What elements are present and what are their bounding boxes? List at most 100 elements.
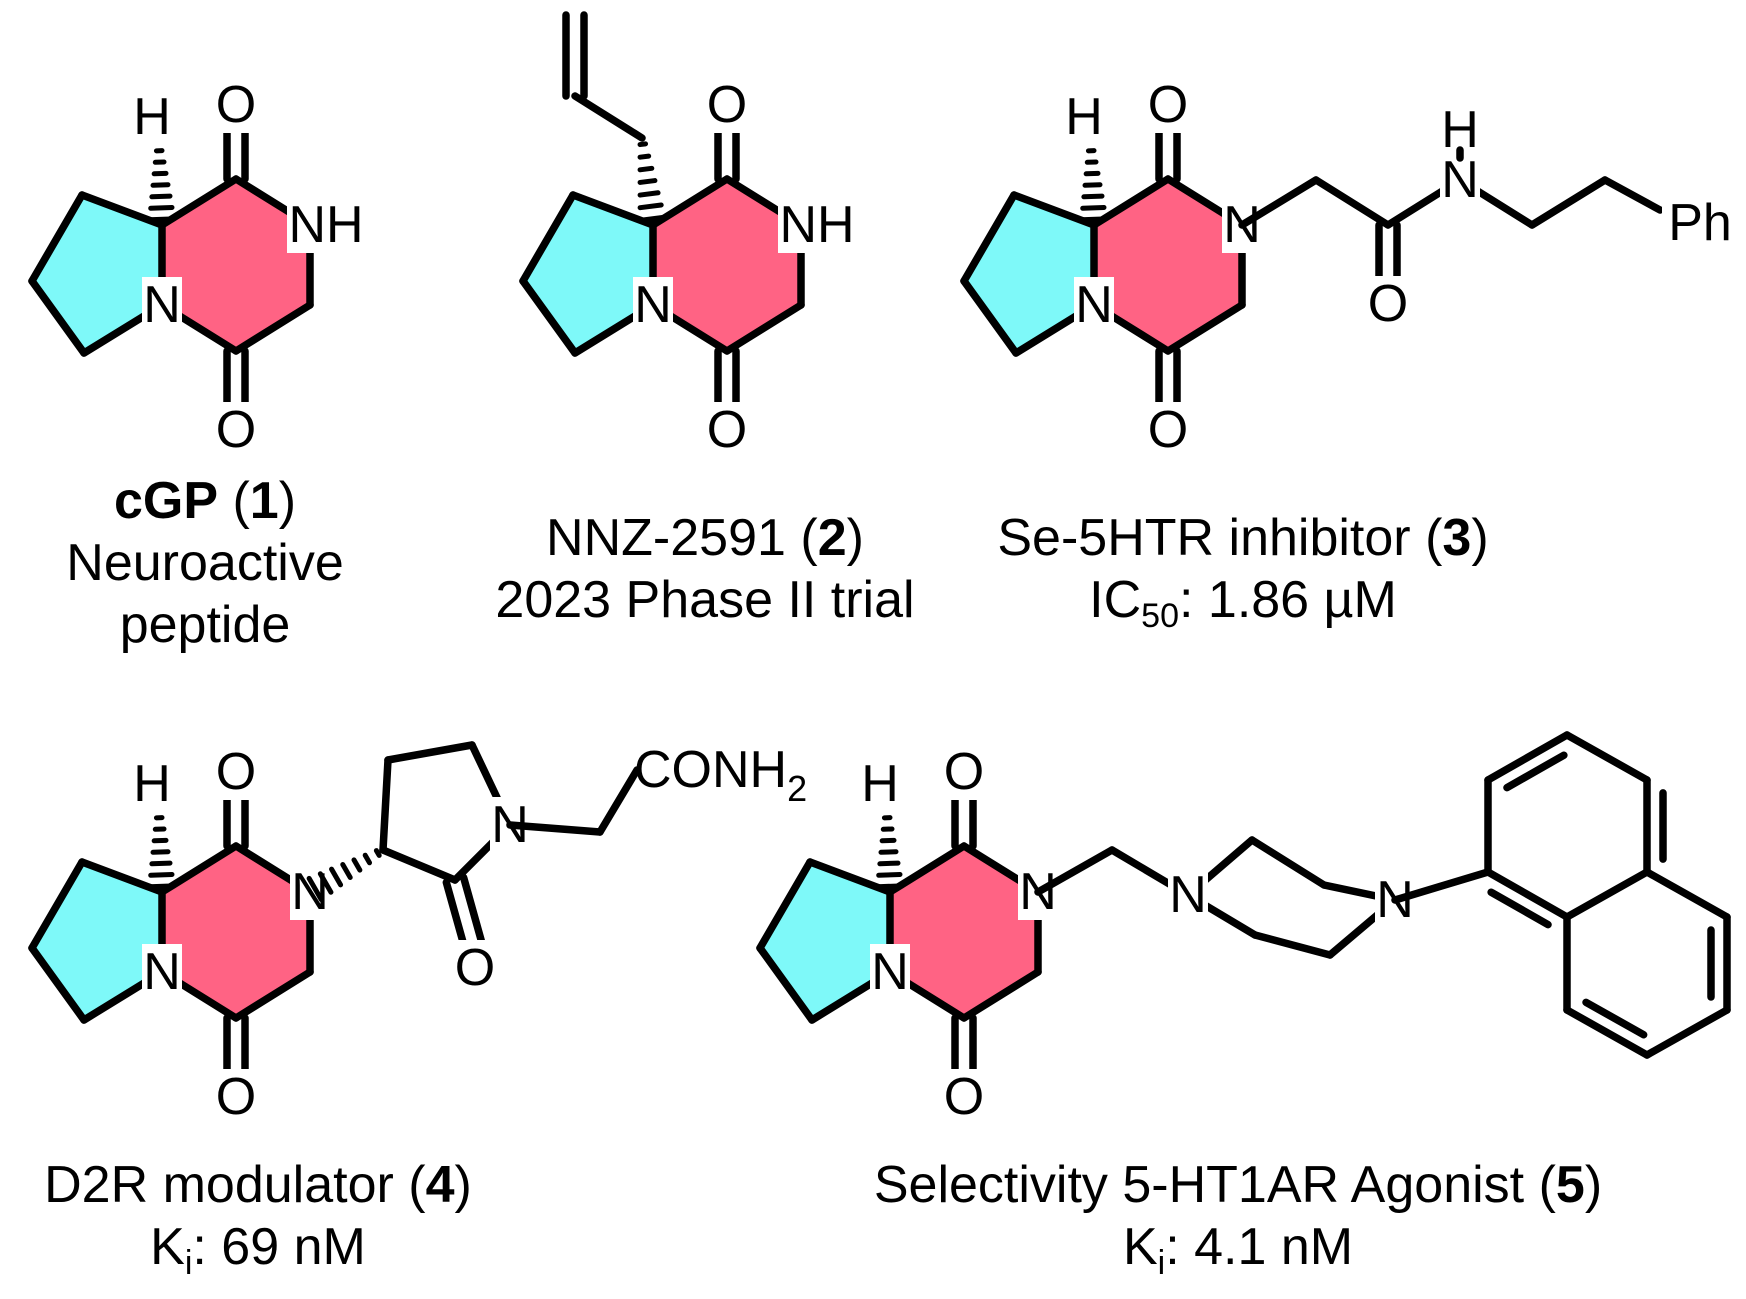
nitrogen-atom: N: [871, 943, 909, 1001]
hash-stroke: [637, 190, 661, 198]
nitrogen-atom-bg: [290, 864, 330, 920]
hash-stroke: [373, 848, 382, 858]
compound-5-name: Selectivity 5-HT1AR Agonist: [873, 1156, 1525, 1214]
stereo-hashed-bond: [1079, 148, 1109, 223]
oxygen-atom-bg: [944, 744, 984, 800]
nh-group: NH: [288, 196, 363, 254]
compound-3-name: Se-5HTR inhibitor: [997, 509, 1411, 567]
hash-stroke: [1081, 193, 1105, 200]
hash-stroke: [637, 214, 667, 223]
bond: [756, 944, 816, 1024]
hash-stroke: [148, 871, 175, 878]
oxygen-atom: O: [216, 401, 256, 459]
hash-stroke: [147, 883, 177, 890]
nitrogen-atom: N: [1169, 866, 1207, 924]
oxygen-atom: O: [455, 939, 495, 997]
oxygen-atom-bg: [216, 744, 256, 800]
lactam-carbonyl-bond: [442, 878, 470, 955]
bond: [1643, 868, 1731, 921]
bond: [723, 301, 805, 355]
hash-stroke: [1082, 182, 1103, 188]
pyrrolidine-ring-fill: [32, 195, 162, 353]
caption-compound-2: NNZ-2591 (2) 2023 Phase II trial: [495, 509, 915, 629]
pyrrolidine-ring-fill: [760, 862, 890, 1020]
caption-compound-3: Se-5HTR inhibitor (3) IC50: 1.86 µM: [997, 509, 1489, 635]
phenyl-group: Ph: [1668, 194, 1732, 252]
diketopiperazine-ring-fill: [162, 846, 310, 1018]
hash-stroke: [329, 866, 344, 888]
bond: [1238, 176, 1320, 229]
bond-inner: [1582, 998, 1648, 1039]
nitrogen-atom: N: [634, 276, 672, 334]
compound-1-description-line1: Neuroactive: [66, 534, 344, 592]
oxygen-atom: O: [216, 743, 256, 801]
bond: [28, 191, 86, 285]
hydrogen-atom: H: [1065, 88, 1103, 146]
oxygen-atom: O: [707, 76, 747, 134]
bond: [379, 846, 459, 884]
nitrogen-atom: N: [143, 276, 181, 334]
compound-4-potency: Ki: 69 nM: [44, 1216, 472, 1280]
bond: [1034, 846, 1116, 896]
caption-compound-4: D2R modulator (4) Ki: 69 nM: [44, 1156, 472, 1282]
hash-stroke: [150, 849, 171, 855]
bond: [232, 968, 314, 1022]
hydrogen-atom-bg: [863, 756, 897, 812]
bond: [384, 741, 476, 764]
hash-stroke: [1079, 216, 1109, 223]
oxygen-atom: O: [1368, 275, 1408, 333]
hydrogen-atom: H: [133, 88, 171, 146]
pyrrolidine-ring-fill: [523, 195, 653, 353]
bond: [1484, 868, 1571, 921]
hash-stroke: [876, 871, 903, 878]
phenyl-group-bg: [1662, 195, 1738, 251]
oxygen-atom: O: [707, 401, 747, 459]
nitrogen-atom-bg: [1074, 277, 1114, 333]
hash-stroke: [317, 871, 334, 895]
oxygen-atom: O: [1148, 76, 1188, 134]
nitrogen-atom-bg: [870, 944, 910, 1000]
oxygen-atom-bg: [216, 77, 256, 133]
nh-group-bg: [287, 197, 365, 253]
stereo-hashed-bond: [306, 848, 382, 903]
bond: [519, 277, 579, 357]
hydrogen-atom-bg: [135, 756, 169, 812]
hash-stroke: [637, 141, 649, 148]
bond: [379, 756, 392, 854]
hash-stroke: [875, 883, 905, 890]
compound-4-metric-label: K: [150, 1218, 185, 1276]
hash-stroke: [149, 193, 173, 200]
caption-compound-5: Selectivity 5-HT1AR Agonist (5) Ki: 4.1 …: [873, 1156, 1603, 1282]
oxygen-atom-bg: [944, 1069, 984, 1125]
bond: [1563, 868, 1651, 921]
caption-compound-1: cGP (1) Neuroactive peptide: [66, 472, 344, 654]
bond: [1528, 176, 1609, 229]
compound-1-description-line2: peptide: [119, 596, 291, 654]
oxygen-atom: O: [216, 76, 256, 134]
nitrogen-atom: N: [1075, 276, 1113, 334]
oxygen-atom: O: [944, 1068, 984, 1126]
stereo-hashed-bond: [147, 815, 177, 890]
hash-stroke: [306, 875, 324, 903]
hash-stroke: [149, 860, 173, 867]
bond: [596, 766, 641, 836]
pyrrolidine-ring-fill: [964, 195, 1094, 353]
bond: [960, 277, 1020, 357]
nh-group-bg: [778, 197, 856, 253]
oxygen-atom-bg: [1148, 77, 1188, 133]
compound-4-metric-subscript: i: [184, 1244, 193, 1282]
compound-3-potency: IC50: 1.86 µM: [997, 569, 1488, 633]
compound-1-name: cGP: [113, 472, 219, 530]
hash-stroke: [877, 860, 901, 867]
diketopiperazine-ring-fill: [653, 179, 801, 351]
nitrogen-atom-bg: [1168, 867, 1208, 923]
stereo-hashed-bond: [637, 141, 667, 223]
compound-4-metric-value: : 69 nM: [192, 1218, 366, 1276]
bond: [1563, 1006, 1651, 1059]
hash-stroke: [148, 204, 175, 211]
nitrogen-atom: N: [143, 943, 181, 1001]
diketopiperazine-ring-fill: [1094, 179, 1242, 351]
oxygen-atom-bg: [455, 940, 495, 996]
bond: [28, 277, 88, 357]
